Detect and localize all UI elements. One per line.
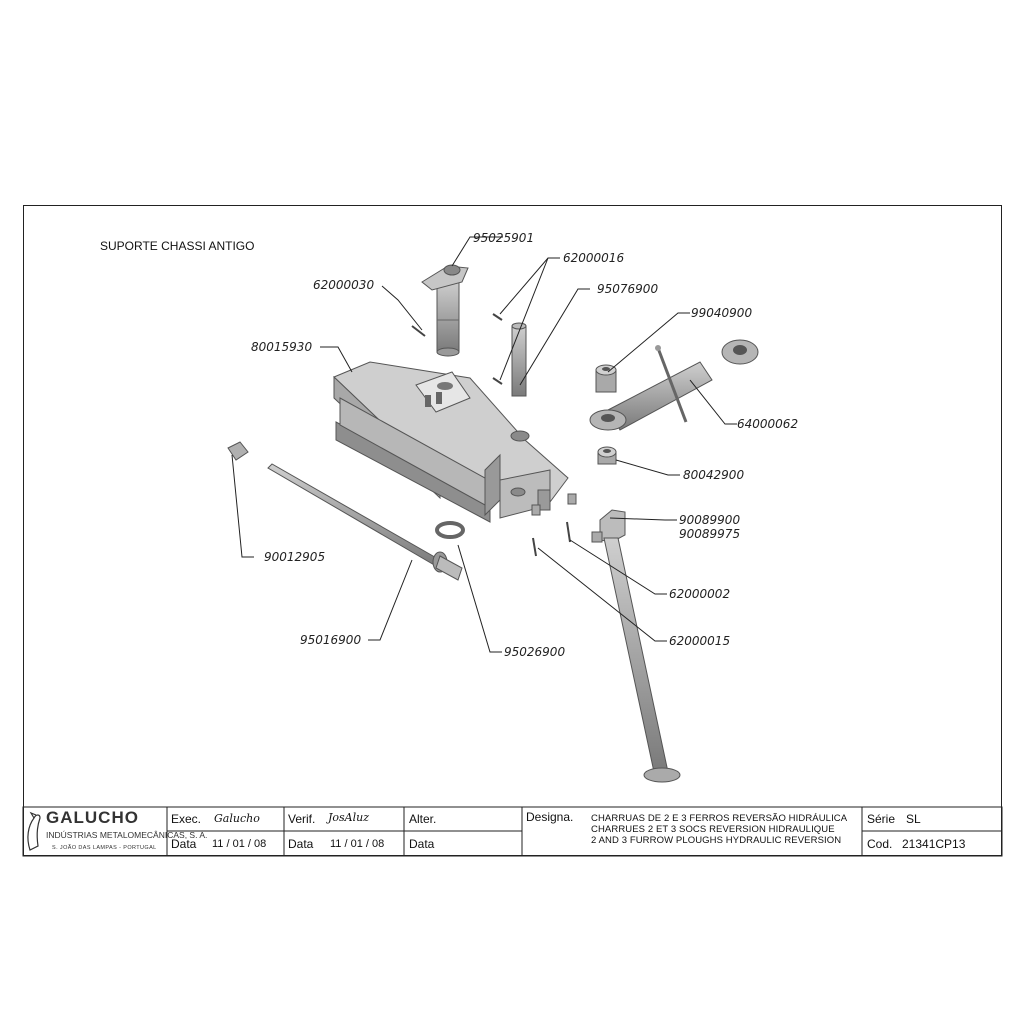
cod-label: Cod. [867,837,893,851]
company-logo-text: GALUCHO [46,808,139,827]
verif-date: 11 / 01 / 08 [330,838,385,850]
alter-data-label: Data [409,837,435,851]
designation-fr: CHARRUES 2 ET 3 SOCS REVERSION HIDRAULIQ… [591,824,835,835]
designation-en: 2 AND 3 FURROW PLOUGHS HYDRAULIC REVERSI… [591,835,842,846]
label-64000062: 64000062 [737,417,798,431]
long-rod-95016900 [267,463,463,581]
designation-pt: CHARRUAS DE 2 E 3 FERROS REVERSÃO HIDRÁU… [591,813,848,824]
bolt-90012905 [227,441,249,461]
label-62000015: 62000015 [669,634,730,648]
leader-lines [231,236,737,653]
exec-label: Exec. [171,812,202,826]
title-block-grid [22,806,1003,857]
alter-label: Alter. [409,812,437,826]
exec-date: 11 / 01 / 08 [212,838,267,850]
label-90089900: 90089900 [679,513,740,527]
chassis-support-body [333,361,577,523]
cod-value: 21341CP13 [902,837,966,851]
label-80015930: 80015930 [251,340,312,354]
label-95016900: 95016900 [300,633,361,647]
small-pins [411,313,503,385]
label-99040900: 99040900 [691,306,752,320]
bushings [595,364,617,465]
verif-label: Verif. [288,812,316,826]
label-95026900: 95026900 [504,645,565,659]
designation-label: Designa. [526,810,574,824]
label-80042900: 80042900 [683,468,744,482]
exec-signature: Galucho [214,812,260,825]
drawing-title: SUPORTE CHASSI ANTIGO [100,239,255,253]
leg-support [591,509,681,783]
pivot-pin-95025901 [421,264,469,357]
serie-value: SL [906,812,921,826]
pin-95076900 [511,322,527,397]
washer-95026900 [435,521,465,539]
label-90012905: 90012905 [264,550,325,564]
label-62000002: 62000002 [669,587,730,601]
company-name: INDÚSTRIAS METALOMECÂNICAS, S. A. [46,830,208,840]
verif-data-label: Data [288,837,314,851]
label-95025901: 95025901 [473,231,534,245]
clip-pins [532,521,571,557]
turnbuckle-link [589,339,759,431]
rooster-logo-icon [27,811,41,851]
label-62000016: 62000016 [563,251,624,265]
verif-signature: JosAluz [328,811,370,824]
label-90089975: 90089975 [679,527,740,541]
serie-label: Série [867,812,896,826]
label-62000030: 62000030 [313,278,374,292]
company-address: S. JOÃO DAS LAMPAS - PORTUGAL [52,845,157,851]
exec-data-label: Data [171,837,197,851]
label-95076900: 95076900 [597,282,658,296]
